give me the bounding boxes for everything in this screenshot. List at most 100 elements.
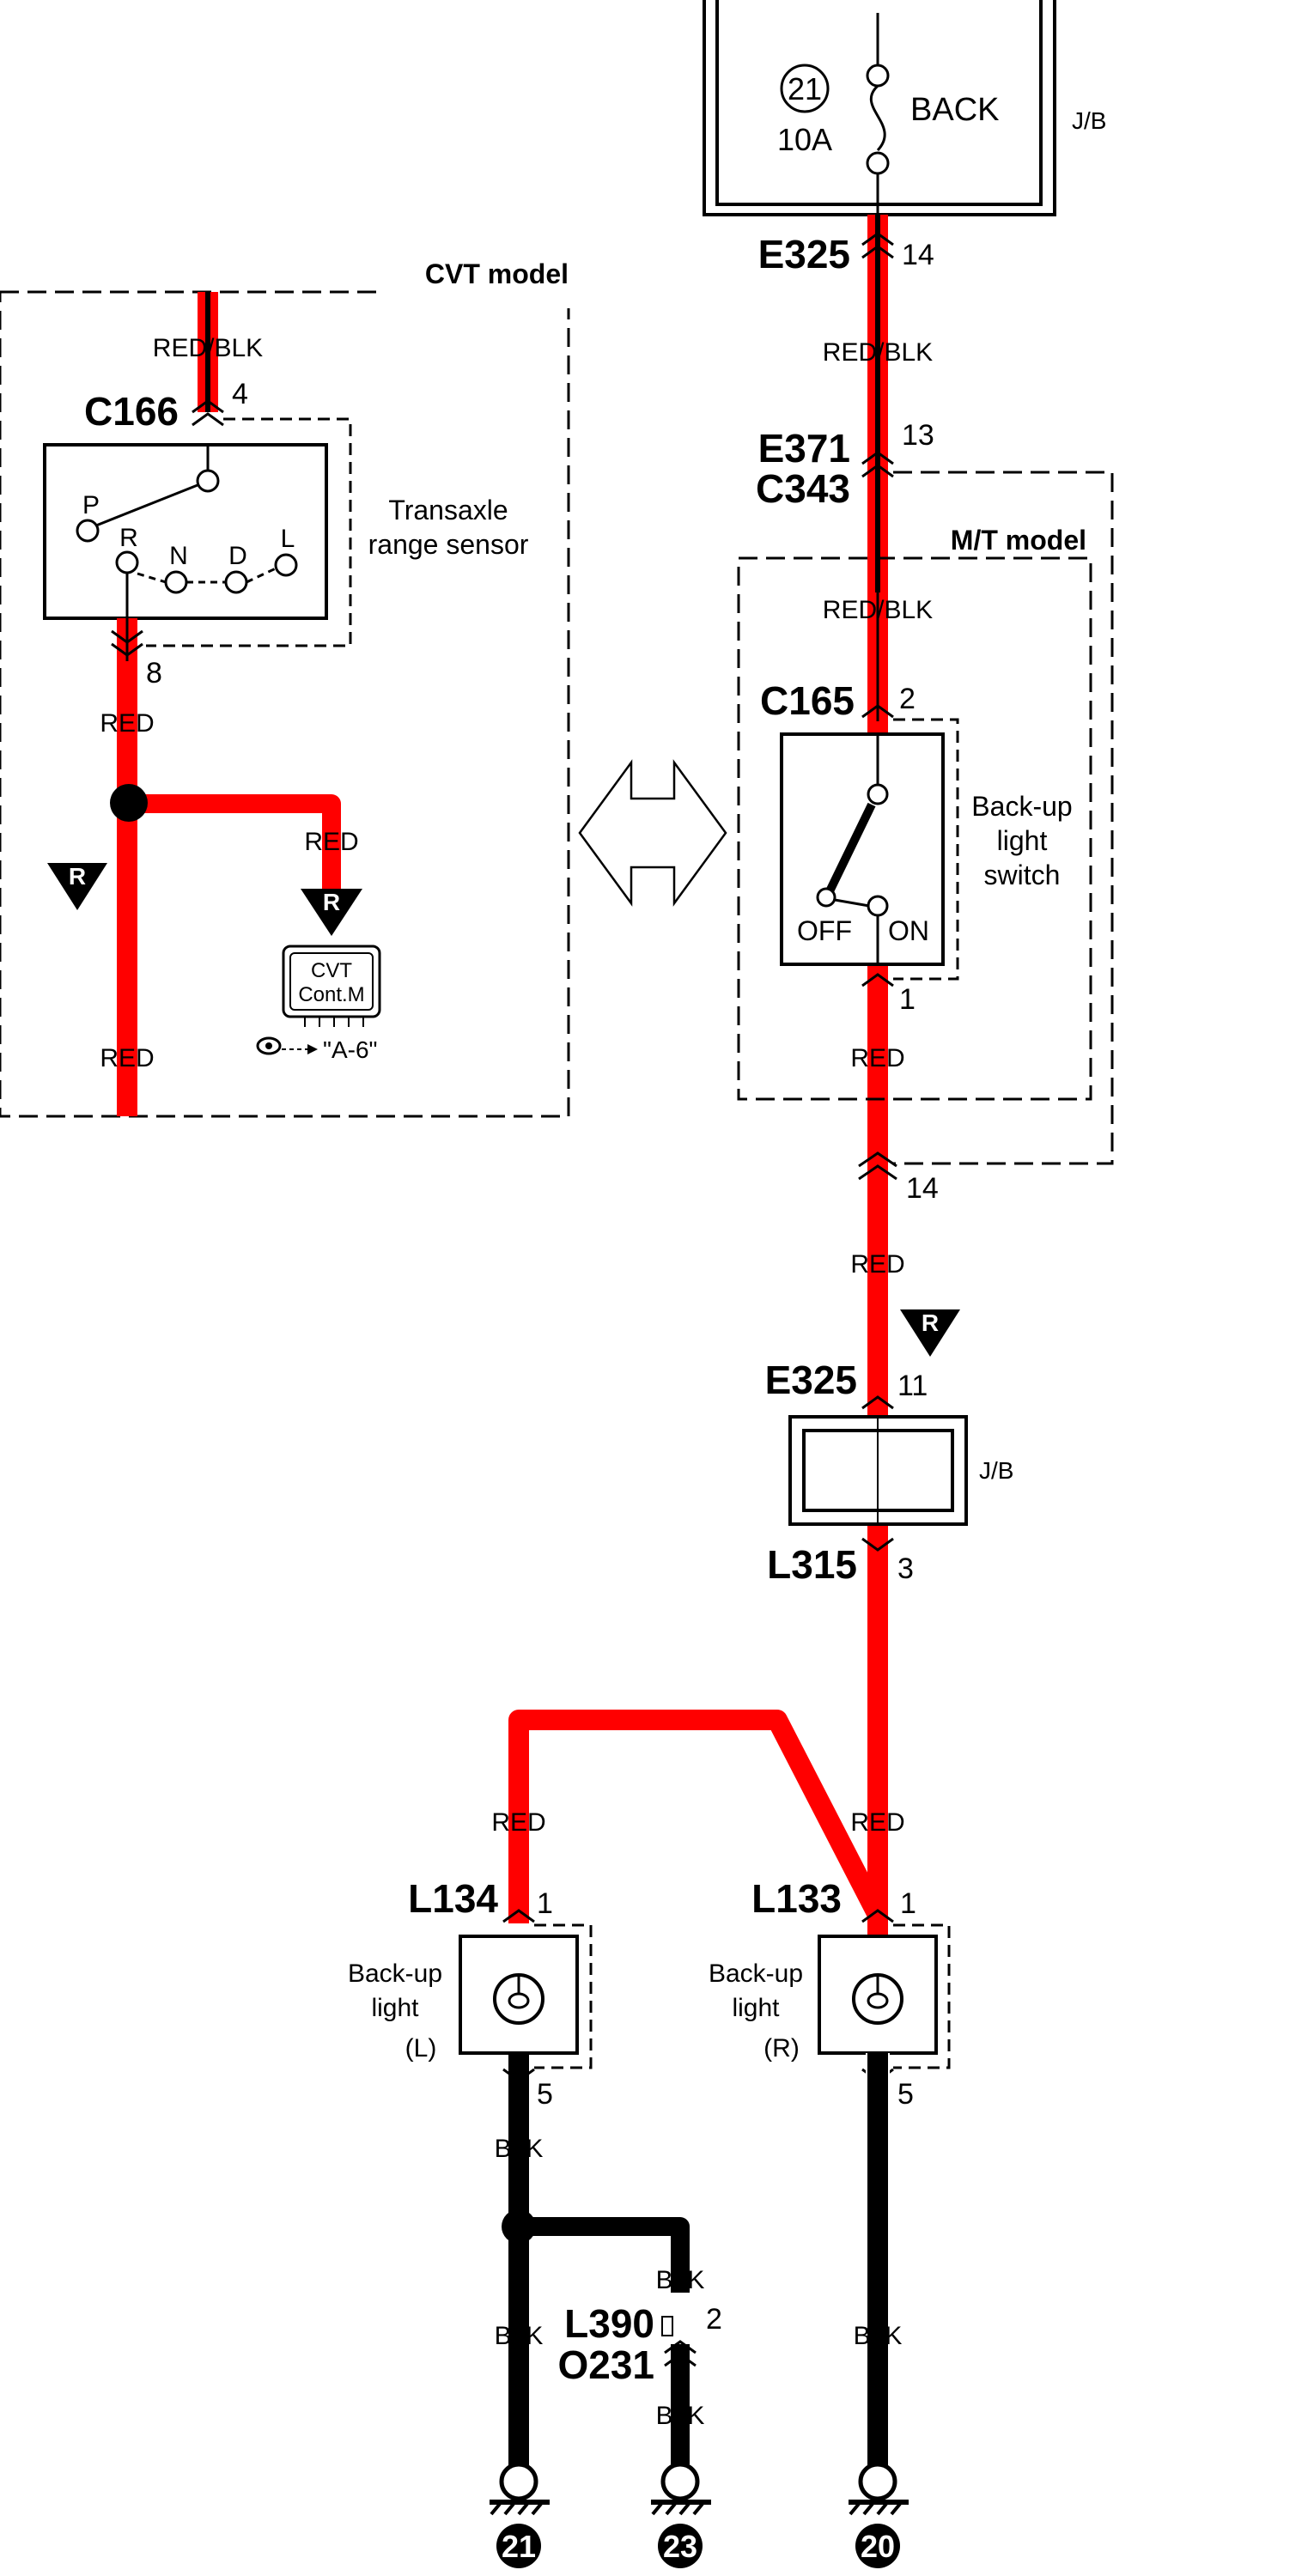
svg-text:R: R <box>922 1309 939 1336</box>
e325-top-pin: 14 <box>902 239 934 271</box>
ground-21: 21 <box>490 2462 550 2568</box>
ground-21-label: 21 <box>502 2529 536 2564</box>
wire-label-blk-left-2: BLK <box>495 2322 544 2350</box>
l390-pin: 2 <box>706 2303 722 2336</box>
wire-label-red-right-light: RED <box>850 1808 904 1837</box>
c166-pin-out: 8 <box>146 657 162 690</box>
l133-pin-out: 5 <box>897 2078 914 2111</box>
wire-label-red-left-light: RED <box>491 1808 545 1837</box>
transaxle-label-line2: range sensor <box>368 529 529 560</box>
wire-label-blk-left-1: BLK <box>495 2135 544 2163</box>
wire-label-red-cvt-1: RED <box>100 709 154 738</box>
mt-model-label: M/T model <box>951 525 1086 556</box>
c165-pin-out: 1 <box>899 983 916 1016</box>
cvt-model-region: CVT model <box>0 258 575 1118</box>
fuse-number: 21 <box>788 71 822 106</box>
fuse-number-circle <box>780 64 830 113</box>
right-light-line2: light <box>732 1994 780 2022</box>
splice-point <box>110 784 148 822</box>
e371-label: E371 <box>758 426 850 471</box>
o231-label: O231 <box>557 2342 654 2387</box>
pos-p: P <box>82 491 100 519</box>
cvt-module-line2: Cont.M <box>298 983 364 1006</box>
l134-label: L134 <box>408 1876 498 1921</box>
mt-model-region: M/T model <box>737 471 1114 1165</box>
c343-label: C343 <box>756 466 850 511</box>
fuse-rating: 10A <box>777 122 832 157</box>
ground-20-label: 20 <box>861 2529 895 2564</box>
e325-mid-pin: 11 <box>897 1370 928 1402</box>
right-light-line1: Back-up <box>709 1959 803 1988</box>
junction-box-label: J/B <box>1072 107 1106 134</box>
switch-name-line1: Back-up <box>971 791 1072 822</box>
wire-label-red-1: RED <box>850 1044 904 1072</box>
connector-l390-o231: L390 O231 2 <box>557 2293 722 2387</box>
wire-label-blk-right: BLK <box>854 2322 903 2350</box>
connector-e371-c343: E371 C343 13 <box>756 419 934 511</box>
switch-name-line3: switch <box>984 860 1061 890</box>
switch-off-label: OFF <box>797 915 852 946</box>
l133-label: L133 <box>751 1876 842 1921</box>
c166-label: C166 <box>84 389 179 434</box>
junction-box-top: 21 10A BACK J/B <box>703 0 1106 216</box>
pos-d: D <box>228 542 247 570</box>
switch-name-line2: light <box>997 825 1048 856</box>
e325-top-label: E325 <box>758 232 850 276</box>
connector-mt-out: 14 <box>858 1151 939 1205</box>
junction-box-mid-label: J/B <box>979 1457 1013 1484</box>
ground-23: 23 <box>651 2462 711 2568</box>
c166-pin-in: 4 <box>232 378 248 410</box>
junction-box-mid: E325 11 J/B L315 3 <box>765 1358 1014 1587</box>
svg-text:R: R <box>323 889 340 915</box>
c165-pin-in: 2 <box>899 683 916 715</box>
wire-label-blk-branch-2: BLK <box>656 2402 705 2430</box>
ground-23-label: 23 <box>663 2529 697 2564</box>
fuse-icon <box>866 13 890 215</box>
backup-light-left: L134 1 Back-up light (L) 5 <box>348 1876 593 2111</box>
eye-reference-icon <box>256 1036 318 1055</box>
mt-out-pin: 14 <box>906 1172 939 1205</box>
wire-label-red-blk-1: RED/BLK <box>823 338 933 367</box>
wire-label-red-cvt-branch: RED <box>304 828 358 856</box>
connector-c166-out: 8 <box>111 629 162 690</box>
l315-pin: 3 <box>897 1552 914 1585</box>
l134-pin-out: 5 <box>537 2078 553 2111</box>
l315-label: L315 <box>767 1542 857 1587</box>
wire-label-red-cvt-2: RED <box>100 1044 154 1072</box>
l390-label: L390 <box>564 2301 654 2346</box>
ground-wire-left <box>502 2053 690 2465</box>
branch-wire-left-light <box>508 1710 887 1923</box>
backup-light-switch: C165 2 OFF ON Back-up light switch 1 <box>760 678 1073 1016</box>
r-marker-cvt-module: R <box>301 889 362 936</box>
transaxle-range-sensor: C166 4 P R N D L Transaxle range sensor <box>43 378 529 647</box>
pos-n: N <box>169 542 188 570</box>
ground-icon <box>855 2524 900 2568</box>
wire-label-red-2: RED <box>850 1250 904 1279</box>
e371-pin: 13 <box>902 419 934 452</box>
right-light-side: (R) <box>763 2034 800 2063</box>
cvt-module-reference: "A-6" <box>323 1036 377 1063</box>
branch-wire-cvt-module <box>127 794 341 893</box>
ground-icon <box>658 2524 703 2568</box>
left-light-side: (L) <box>405 2034 437 2063</box>
switch-on-label: ON <box>888 915 929 946</box>
left-light-line1: Back-up <box>348 1959 442 1988</box>
transaxle-label-line1: Transaxle <box>388 495 508 526</box>
l134-pin-in: 1 <box>537 1887 553 1920</box>
left-light-line2: light <box>371 1994 419 2022</box>
wire-label-red-blk-cvt: RED/BLK <box>153 334 263 362</box>
equivalence-arrow-icon <box>578 759 727 907</box>
wire-label-blk-branch-1: BLK <box>656 2266 705 2294</box>
pos-r: R <box>119 524 138 552</box>
l133-pin-in: 1 <box>900 1887 916 1920</box>
cvt-model-label: CVT model <box>425 258 569 289</box>
cvt-module-line1: CVT <box>311 959 352 982</box>
backup-light-right: L133 1 Back-up light (R) 5 <box>709 1876 951 2111</box>
ground-20: 20 <box>849 2462 909 2568</box>
wire-label-red-blk-2: RED/BLK <box>823 596 933 624</box>
cvt-control-module: CVT Cont.M "A-6" <box>256 945 381 1063</box>
e325-mid-label: E325 <box>765 1358 857 1402</box>
r-marker-cvt-left: R <box>47 863 107 910</box>
c165-label: C165 <box>760 678 855 723</box>
